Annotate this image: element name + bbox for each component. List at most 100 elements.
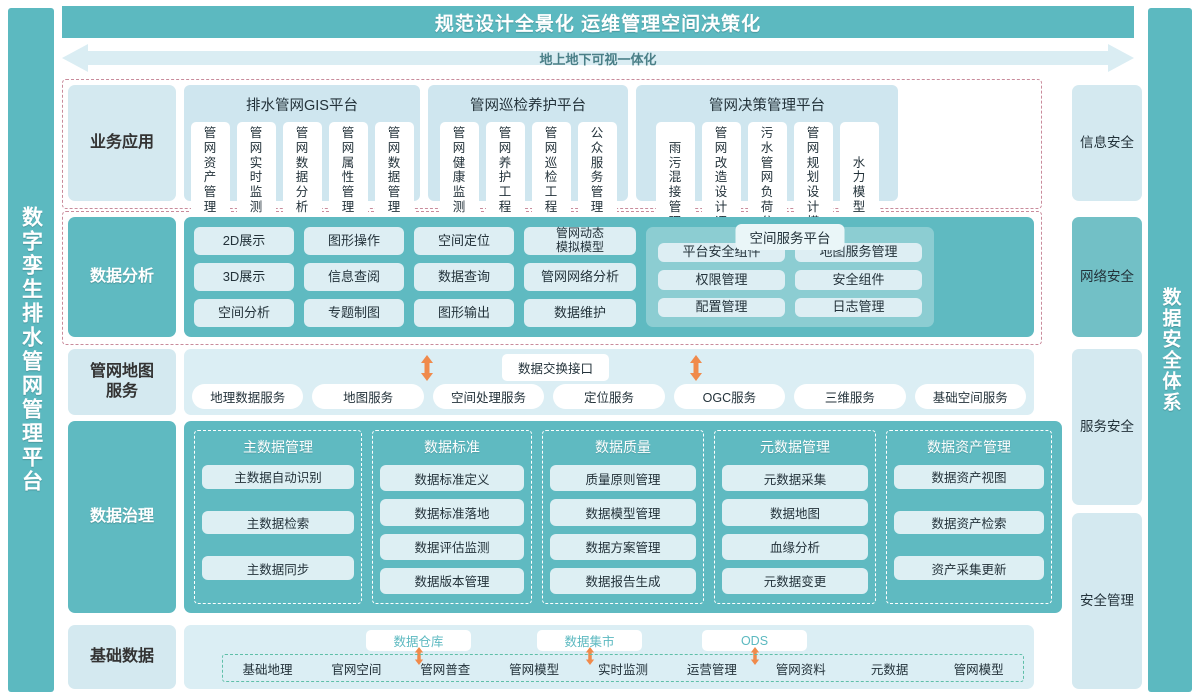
platform-item-list: 管网健康监测管网养护工程管网巡检工程公众服务管理 [439, 122, 617, 219]
analysis-item[interactable]: 专题制图 [304, 299, 404, 327]
platform-item[interactable]: 公众服务管理 [577, 122, 617, 219]
analysis-item[interactable]: 空间定位 [414, 227, 514, 255]
visualization-arrow-label: 地上地下可视一体化 [539, 51, 657, 67]
analysis-column: 2D展示 3D展示空间分析 [194, 227, 294, 327]
analysis-item[interactable]: 管网动态模拟模型 [524, 226, 636, 255]
platform-title: 管网巡检养护平台 [470, 98, 586, 114]
map-service-item[interactable]: 地图服务 [312, 384, 424, 409]
platform-card[interactable]: 排水管网GIS平台管网资产管理管网实时监测管网数据分析管网属性管理管网数据管理 [184, 85, 420, 219]
platform-card[interactable]: 管网决策管理平台雨污混接管理管网改造设计评估污水管网负荷分析管网规划设计模拟水力… [636, 85, 898, 248]
base-data-item[interactable]: 运营管理 [686, 662, 737, 677]
analysis-item[interactable]: 数据查询 [414, 263, 514, 291]
spatial-service-item[interactable]: 配置管理 [658, 297, 785, 317]
governance-item[interactable]: 数据标准定义 [380, 465, 524, 492]
governance-item[interactable]: 数据标准落地 [380, 499, 524, 526]
platform-card[interactable]: 管网巡检养护平台管网健康监测管网养护工程管网巡检工程公众服务管理 [428, 85, 628, 219]
governance-item[interactable]: 数据版本管理 [380, 567, 524, 594]
platform-item[interactable]: 管网实时监测 [236, 122, 276, 219]
governance-group-title: 主数据管理 [243, 439, 313, 455]
governance-item[interactable]: 元数据变更 [722, 567, 868, 594]
platform-title: 管网决策管理平台 [709, 98, 825, 114]
analysis-column: 管网动态模拟模型管网网络分析数据维护 [524, 226, 636, 327]
base-data-item[interactable]: 元数据 [870, 662, 909, 677]
governance-group-title: 数据资产管理 [927, 439, 1011, 455]
right-stack-item[interactable]: 信息安全 [1072, 85, 1142, 201]
governance-item[interactable]: 主数据自动识别 [202, 465, 354, 489]
platform-item-list: 管网资产管理管网实时监测管网数据分析管网属性管理管网数据管理 [190, 122, 414, 219]
row-label-base-data: 基础数据 [68, 625, 176, 689]
governance-item[interactable]: 数据报告生成 [550, 567, 696, 594]
analysis-item[interactable]: 图形输出 [414, 299, 514, 327]
governance-item[interactable]: 数据方案管理 [550, 533, 696, 560]
base-data-item[interactable]: 管网模型 [953, 662, 1004, 677]
map-service-item[interactable]: 基础空间服务 [914, 384, 1026, 409]
governance-item[interactable]: 数据资产视图 [894, 465, 1044, 489]
governance-item[interactable]: 元数据采集 [722, 465, 868, 492]
governance-item[interactable]: 数据模型管理 [550, 499, 696, 526]
up-down-arrow-icon [690, 355, 702, 381]
governance-item[interactable]: 资产采集更新 [894, 556, 1044, 581]
analysis-item[interactable]: 2D展示 [194, 227, 294, 255]
map-service-body: 数据交换接口 地理数据服务地图服务空间处理服务定位服务 OGC服务三维服务基础空间… [184, 349, 1034, 415]
governance-item[interactable]: 数据地图 [722, 499, 868, 526]
governance-body: 主数据管理主数据自动识别主数据检索主数据同步数据标准数据标准定义数据标准落地数据… [184, 421, 1062, 613]
analysis-item[interactable]: 数据维护 [524, 299, 636, 327]
base-data-chip[interactable]: 数据集市 [537, 630, 642, 651]
double-arrow-icon [62, 44, 1134, 72]
governance-item[interactable]: 血缘分析 [722, 533, 868, 560]
platform-item[interactable]: 管网数据分析 [282, 122, 322, 219]
analysis-item[interactable]: 信息查阅 [304, 263, 404, 291]
row-business-application: 业务应用 排水管网GIS平台管网资产管理管网实时监测管网数据分析管网属性管理管网… [68, 85, 1034, 248]
spatial-service-item[interactable]: 安全组件 [795, 270, 922, 290]
platform-item[interactable]: 管网属性管理 [328, 122, 368, 219]
base-data-item[interactable]: 管网普查 [420, 662, 471, 677]
platform-item[interactable]: 管网资产管理 [190, 122, 230, 219]
base-data-item[interactable]: 官网空间 [331, 662, 382, 677]
base-data-item[interactable]: 管网资料 [775, 662, 826, 677]
platform-item[interactable]: 管网健康监测 [439, 122, 479, 219]
base-data-item[interactable]: 管网模型 [509, 662, 560, 677]
base-data-item[interactable]: 基础地理 [242, 662, 293, 677]
spatial-service-item[interactable]: 日志管理 [795, 297, 922, 317]
governance-item[interactable]: 数据资产检索 [894, 510, 1044, 535]
governance-item[interactable]: 主数据检索 [202, 510, 354, 535]
analysis-item[interactable]: 3D展示 [194, 263, 294, 291]
map-service-item[interactable]: OGC服务 [673, 384, 786, 409]
platform-item[interactable]: 管网巡检工程 [531, 122, 571, 219]
governance-item[interactable]: 数据评估监测 [380, 533, 524, 560]
governance-item[interactable]: 主数据同步 [202, 556, 354, 581]
map-service-item[interactable]: 空间处理服务 [432, 384, 545, 409]
analysis-item[interactable]: 管网网络分析 [524, 263, 636, 291]
base-data-chip[interactable]: 数据仓库 [366, 630, 471, 651]
spatial-service-item[interactable]: 权限管理 [658, 270, 785, 290]
row-label-map-service-text: 管网地图服务 [89, 363, 154, 400]
data-exchange-interface-chip[interactable]: 数据交换接口 [502, 354, 610, 381]
right-stack-item[interactable]: 安全管理 [1072, 513, 1142, 689]
right-stack-item[interactable]: 网络安全 [1072, 217, 1142, 337]
map-service-item[interactable]: 地理数据服务 [192, 384, 304, 409]
platform-item[interactable]: 管网养护工程 [485, 122, 525, 219]
map-service-item[interactable]: 三维服务 [794, 384, 906, 409]
governance-item[interactable]: 质量原则管理 [550, 465, 696, 492]
map-service-item[interactable]: 定位服务 [553, 384, 665, 409]
platform-item[interactable]: 管网数据管理 [374, 122, 414, 219]
base-data-chip[interactable]: ODS [702, 630, 807, 651]
base-data-item[interactable]: 实时监测 [598, 662, 649, 677]
row-label-analysis: 数据分析 [68, 217, 176, 337]
spatial-service-platform: 空间服务平台平台安全组件权限管理配置管理地图服务管理安全组件日志管理 [646, 224, 934, 327]
governance-group: 数据质量质量原则管理数据模型管理数据方案管理数据报告生成 [542, 430, 704, 604]
governance-group-title: 元数据管理 [760, 439, 830, 455]
base-data-items: 基础地理 官网空间 管网普查 管网模型 实时监测 运营管理 管网资料 元数据 管网模型 [222, 654, 1024, 682]
analysis-column: 空间定位数据查询图形输出 [414, 227, 514, 327]
spatial-service-column: 地图服务管理安全组件日志管理 [795, 243, 922, 317]
row-label-map-service: 管网地图服务 [68, 349, 176, 415]
right-stack-item[interactable]: 服务安全 [1072, 349, 1142, 505]
header-title: 规范设计全景化 运维管理空间决策化 [62, 6, 1134, 38]
spatial-service-column: 平台安全组件权限管理配置管理 [658, 243, 785, 317]
row-data-governance: 数据治理 主数据管理主数据自动识别主数据检索主数据同步数据标准数据标准定义数据标… [68, 421, 1062, 613]
analysis-item[interactable]: 空间分析 [194, 299, 294, 327]
analysis-item[interactable]: 图形操作 [304, 227, 404, 255]
